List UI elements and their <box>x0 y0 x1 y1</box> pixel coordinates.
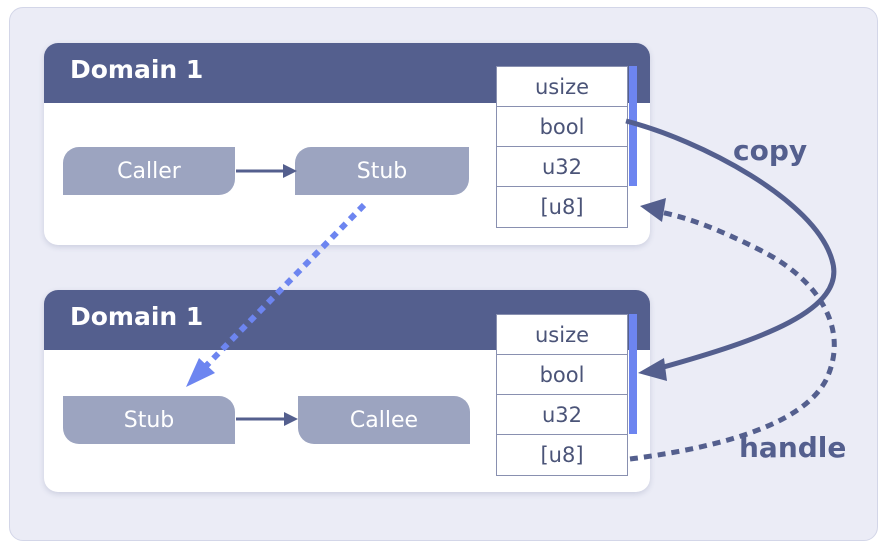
domain-title-top: Domain 1 <box>70 55 204 84</box>
stack-cell-bool: bool <box>497 355 627 395</box>
stub-to-callee-arrowhead <box>284 412 298 426</box>
copy-arrowhead <box>638 358 667 381</box>
stack-cell-u8-slice: [u8] <box>540 443 584 467</box>
stack-cell-usize: usize <box>497 315 627 355</box>
copy-arrow <box>625 118 837 371</box>
cross-domain-call-arrow <box>202 202 367 370</box>
stack-cell-usize: usize <box>497 67 627 107</box>
callee-node: Callee <box>298 396 470 444</box>
stack-cell-bool: bool <box>497 107 627 147</box>
stack-cell-u32: u32 <box>497 395 627 435</box>
stack-accent-bar-top <box>629 66 637 186</box>
type-stack-top: usize bool u32 [u8] <box>496 66 628 228</box>
cross-domain-call-arrowhead <box>186 358 215 387</box>
handle-arrowhead <box>640 198 666 222</box>
stack-cell-u32: u32 <box>497 147 627 187</box>
stub-node-top: Stub <box>295 147 469 195</box>
stack-cell-u8-slice: [u8] <box>540 195 584 219</box>
stub-node-bottom: Stub <box>63 396 235 444</box>
caller-to-stub-arrowhead <box>283 164 297 178</box>
stack-accent-bar-bottom <box>629 314 637 434</box>
caller-node: Caller <box>63 147 235 195</box>
handle-label: handle <box>739 431 847 464</box>
type-stack-bottom: usize bool u32 [u8] <box>496 314 628 476</box>
copy-label: copy <box>733 134 808 167</box>
domain-title-bottom: Domain 1 <box>70 302 204 331</box>
handle-arrow <box>629 209 837 462</box>
